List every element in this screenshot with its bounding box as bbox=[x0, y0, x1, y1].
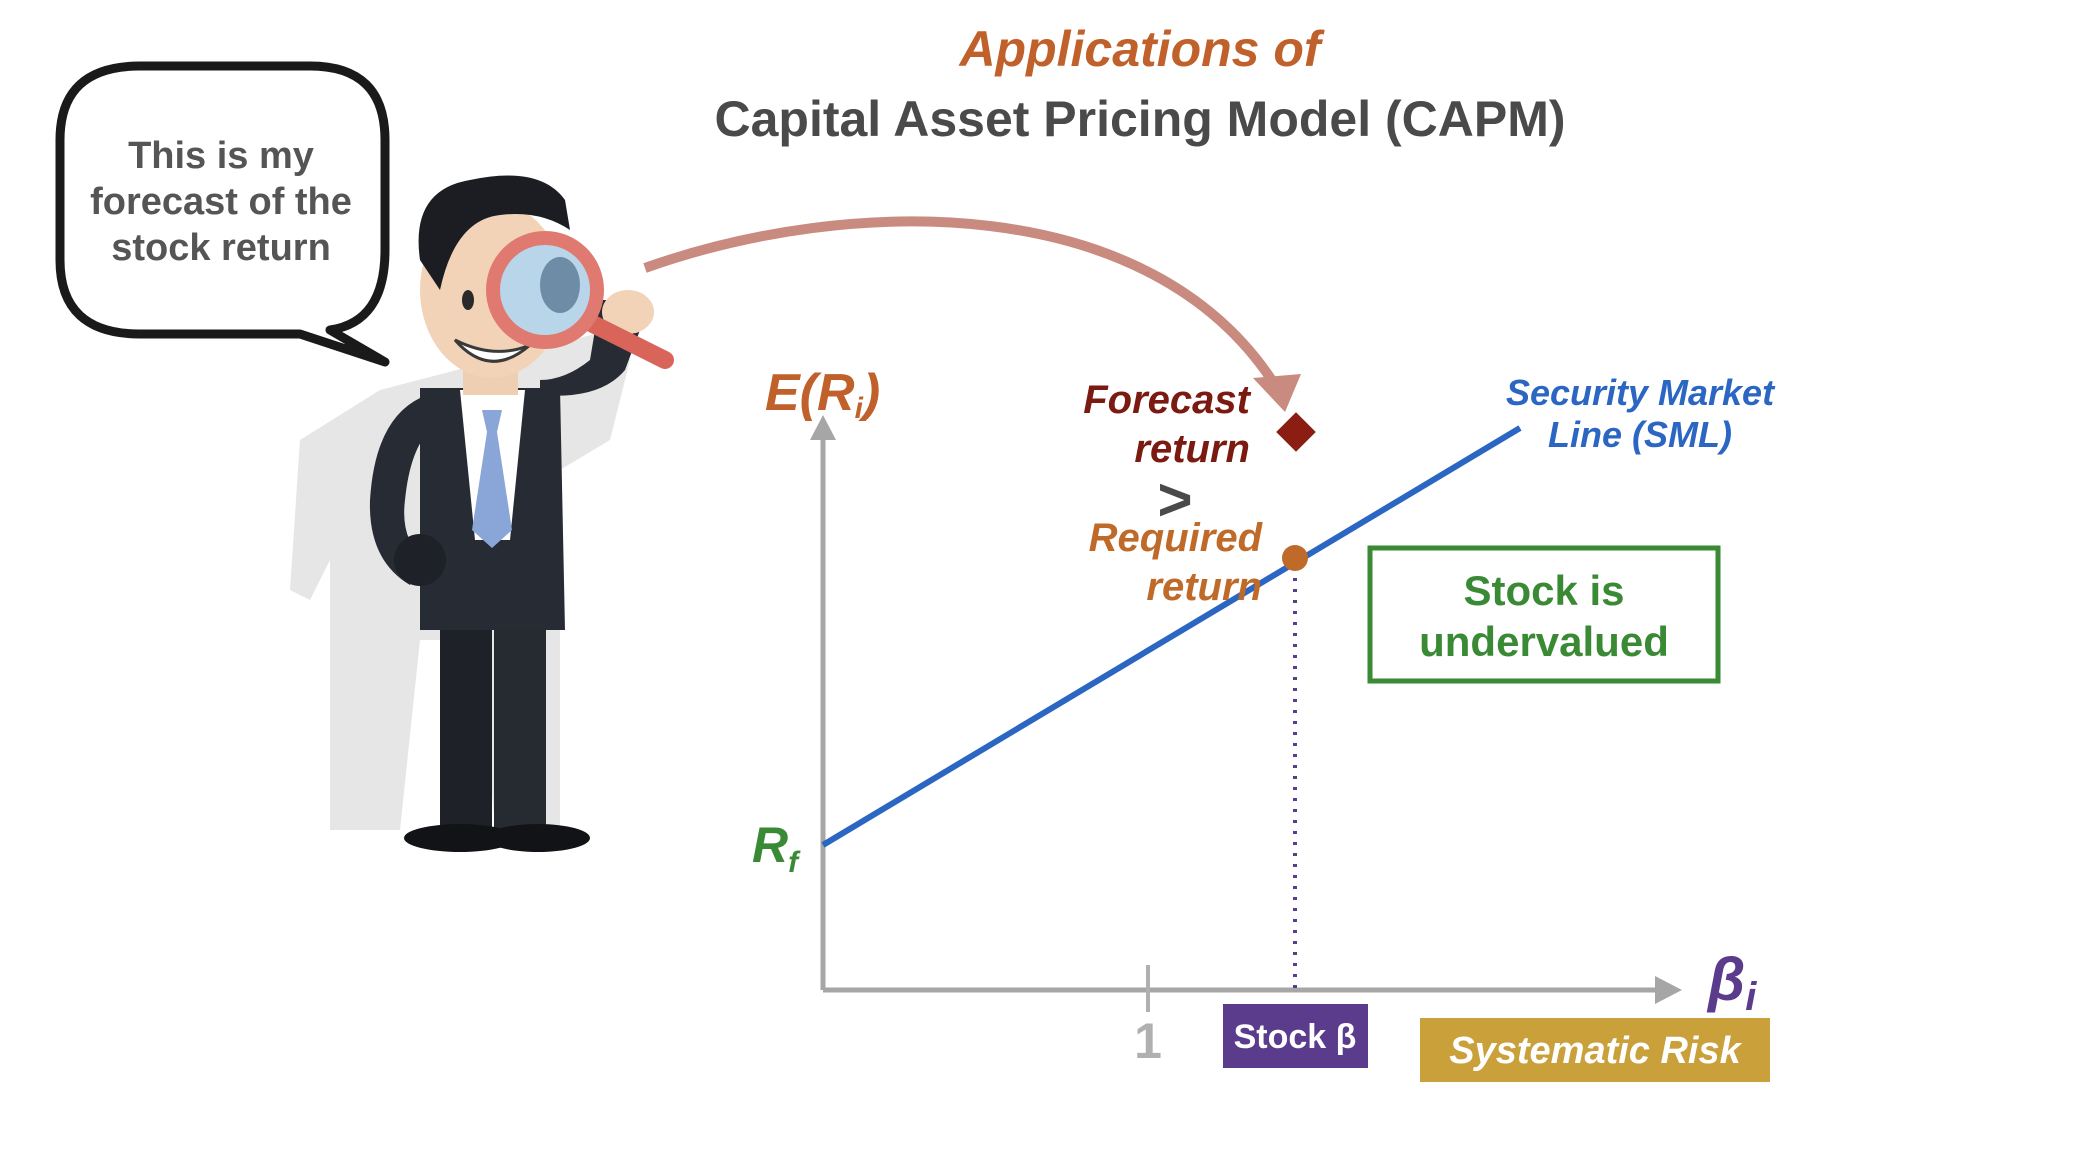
undervalued-box: Stock is undervalued bbox=[1367, 545, 1721, 684]
x-axis-label-sub: i bbox=[1745, 975, 1757, 1019]
y-axis-label: E(Ri) bbox=[765, 364, 880, 425]
stock-beta-badge: Stock β bbox=[1223, 1004, 1368, 1068]
businessman-illustration bbox=[290, 175, 674, 852]
systematic-risk-badge: Systematic Risk bbox=[1420, 1018, 1770, 1082]
y-axis-label-suffix: ) bbox=[858, 364, 880, 422]
sml-label-line-1: Security Market bbox=[1506, 372, 1776, 413]
forecast-return-line-2: return bbox=[1134, 427, 1250, 471]
rf-label-main: R bbox=[752, 817, 788, 873]
x-axis-label: βi bbox=[1706, 946, 1757, 1019]
required-return-point bbox=[1282, 545, 1308, 571]
x-tick-one-label: 1 bbox=[1134, 1013, 1162, 1069]
speech-line-2: forecast of the bbox=[90, 181, 352, 223]
title-applications-of: Applications of bbox=[957, 21, 1324, 77]
systematic-risk-label: Systematic Risk bbox=[1449, 1030, 1742, 1072]
required-return-line-2: return bbox=[1146, 565, 1262, 609]
forecast-arrow bbox=[643, 216, 1301, 412]
rf-label: Rf bbox=[752, 817, 801, 879]
rf-label-sub: f bbox=[788, 846, 801, 879]
greater-than-sign: > bbox=[1157, 466, 1192, 533]
x-axis-label-main: β bbox=[1706, 946, 1745, 1013]
title-capm: Capital Asset Pricing Model (CAPM) bbox=[714, 91, 1565, 147]
stock-beta-label: Stock β bbox=[1234, 1018, 1357, 1056]
speech-line-3: stock return bbox=[111, 227, 331, 269]
undervalued-line-1: Stock is bbox=[1463, 567, 1624, 614]
chart-axes bbox=[810, 415, 1682, 1012]
speech-bubble: This is my forecast of the stock return bbox=[55, 61, 390, 367]
y-axis-label-sub: i bbox=[855, 392, 864, 425]
security-market-line bbox=[821, 425, 1522, 848]
undervalued-line-2: undervalued bbox=[1419, 618, 1669, 665]
forecast-return-point bbox=[1276, 412, 1316, 452]
sml-label-line-2: Line (SML) bbox=[1548, 414, 1732, 455]
forecast-return-line-1: Forecast bbox=[1083, 378, 1251, 422]
y-axis-label-prefix: E(R bbox=[765, 364, 855, 422]
speech-line-1: This is my bbox=[128, 135, 314, 177]
required-return-line-1: Required bbox=[1089, 516, 1264, 560]
